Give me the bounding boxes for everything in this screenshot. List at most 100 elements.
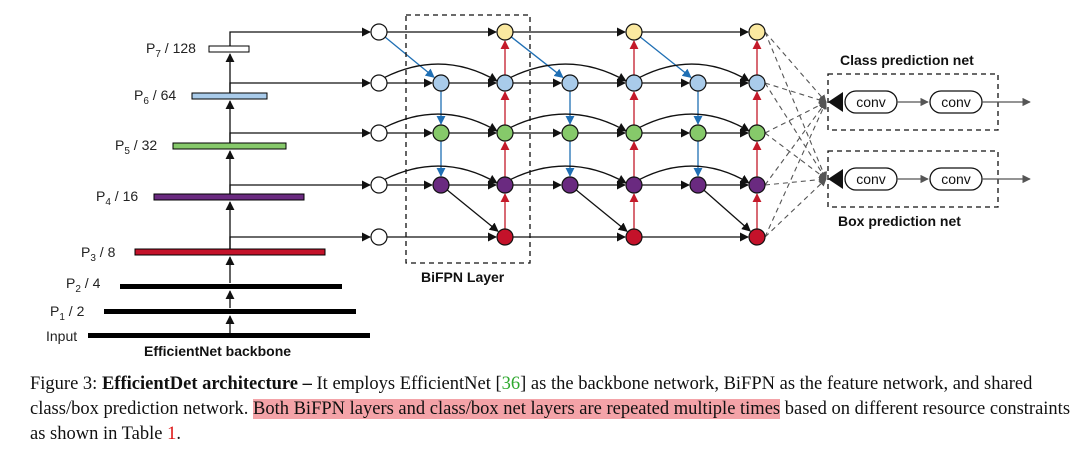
level-label-input: Input <box>46 328 77 344</box>
head-connection <box>764 175 827 186</box>
p2-bar <box>120 284 342 289</box>
backbone-labels: Input P1 / 2 P2 / 4 P3 / 8 P4 / 16 P5 / … <box>46 40 291 359</box>
bifpn-edges <box>225 27 827 333</box>
diagonal-arrow <box>446 189 499 232</box>
level-label-p1: P1 / 2 <box>50 303 85 323</box>
p4-bar <box>153 193 305 201</box>
input-node <box>370 124 388 142</box>
diagonal-arrow <box>703 189 751 232</box>
backbone-to-input-arrow <box>229 78 371 96</box>
skip-connection <box>510 63 627 82</box>
level-label-p6: P6 / 64 <box>134 87 176 107</box>
backbone-to-input-arrow <box>229 128 371 146</box>
skip-connection <box>639 113 750 132</box>
head-connection <box>764 82 827 104</box>
level-label-p3: P3 / 8 <box>81 244 116 264</box>
diagonal-arrow <box>575 189 628 232</box>
class-conv-1-label: conv <box>856 94 886 110</box>
box-conv-1-label: conv <box>856 171 886 187</box>
input-node <box>370 176 388 194</box>
output-node <box>748 23 766 41</box>
citation-link[interactable]: 36 <box>501 374 521 394</box>
box-net-merge-icon <box>828 169 843 189</box>
caption-text-2: ] as the backbone network, BiFPN as the … <box>30 374 1033 419</box>
table-ref-link[interactable]: 1 <box>167 424 177 444</box>
intermediate-node <box>689 124 707 142</box>
head-connection <box>764 82 827 180</box>
class-net-title: Class prediction net <box>840 52 974 68</box>
p5-bar <box>172 142 287 150</box>
caption-prefix: Figure 3: <box>30 374 102 394</box>
output-node <box>496 176 514 194</box>
level-label-p5: P5 / 32 <box>115 137 157 157</box>
backbone-to-input-arrow <box>229 27 371 49</box>
output-node <box>625 74 643 92</box>
intermediate-node <box>689 176 707 194</box>
output-node <box>748 228 766 246</box>
box-net-title: Box prediction net <box>838 213 961 229</box>
output-node <box>748 74 766 92</box>
bifpn-layer-label: BiFPN Layer <box>421 269 505 285</box>
top-down-arrow <box>639 36 692 78</box>
p3-bar <box>134 248 326 256</box>
output-node <box>496 23 514 41</box>
backbone-to-input-arrow <box>229 180 371 197</box>
backbone-title: EfficientNet backbone <box>144 343 291 359</box>
class-prediction-net: Class prediction net conv conv <box>827 52 1031 131</box>
skip-connection <box>384 113 498 132</box>
p1-bar <box>104 309 356 314</box>
skip-connection <box>639 165 750 184</box>
skip-connection <box>384 165 498 184</box>
level-label-p7: P7 / 128 <box>146 40 196 60</box>
output-node <box>496 74 514 92</box>
class-net-merge-icon <box>828 92 843 112</box>
skip-connection <box>510 165 627 184</box>
backbone-to-input-arrow <box>229 232 371 252</box>
skip-connection <box>510 113 627 132</box>
head-connection <box>764 31 827 103</box>
output-node <box>625 176 643 194</box>
skip-connection <box>384 63 498 82</box>
bifpn-layer-box <box>405 14 531 264</box>
input-node <box>370 23 388 41</box>
box-conv-2-label: conv <box>941 171 971 187</box>
output-node <box>625 23 643 41</box>
intermediate-node <box>561 74 579 92</box>
head-connection <box>764 101 827 186</box>
backbone <box>88 45 370 338</box>
p6-bar <box>191 92 268 100</box>
top-down-arrow <box>510 36 564 79</box>
intermediate-node <box>561 124 579 142</box>
intermediate-node <box>689 74 707 92</box>
efficientdet-architecture-diagram: Input P1 / 2 P2 / 4 P3 / 8 P4 / 16 P5 / … <box>46 14 1031 359</box>
intermediate-node <box>432 124 450 142</box>
input-node <box>370 74 388 92</box>
p7-bar <box>208 45 250 53</box>
box-prediction-net: conv conv Box prediction net <box>827 150 1031 229</box>
head-connection <box>764 178 827 238</box>
head-connection <box>764 132 827 180</box>
output-node <box>625 228 643 246</box>
head-connection <box>764 101 827 134</box>
bifpn-nodes <box>370 23 766 246</box>
input-bar <box>88 333 370 338</box>
output-node <box>748 176 766 194</box>
caption-text-1: It employs EfficientNet [ <box>311 374 502 394</box>
head-connection <box>764 101 827 238</box>
caption-text-4: . <box>176 424 181 444</box>
intermediate-node <box>432 74 450 92</box>
level-label-p2: P2 / 4 <box>66 275 101 295</box>
figure-caption: Figure 3: EfficientDet architecture – It… <box>30 372 1075 447</box>
input-node <box>370 228 388 246</box>
level-label-p4: P4 / 16 <box>96 188 138 208</box>
caption-title: EfficientDet architecture – <box>101 374 312 394</box>
intermediate-node <box>432 176 450 194</box>
skip-connection <box>639 63 750 82</box>
output-node <box>496 228 514 246</box>
output-node <box>496 124 514 142</box>
output-node <box>625 124 643 142</box>
intermediate-node <box>561 176 579 194</box>
caption-highlight: Both BiFPN layers and class/box net laye… <box>252 399 781 419</box>
caption-text-3: based on different resource constraints … <box>30 399 1071 444</box>
top-down-arrow <box>384 36 435 78</box>
